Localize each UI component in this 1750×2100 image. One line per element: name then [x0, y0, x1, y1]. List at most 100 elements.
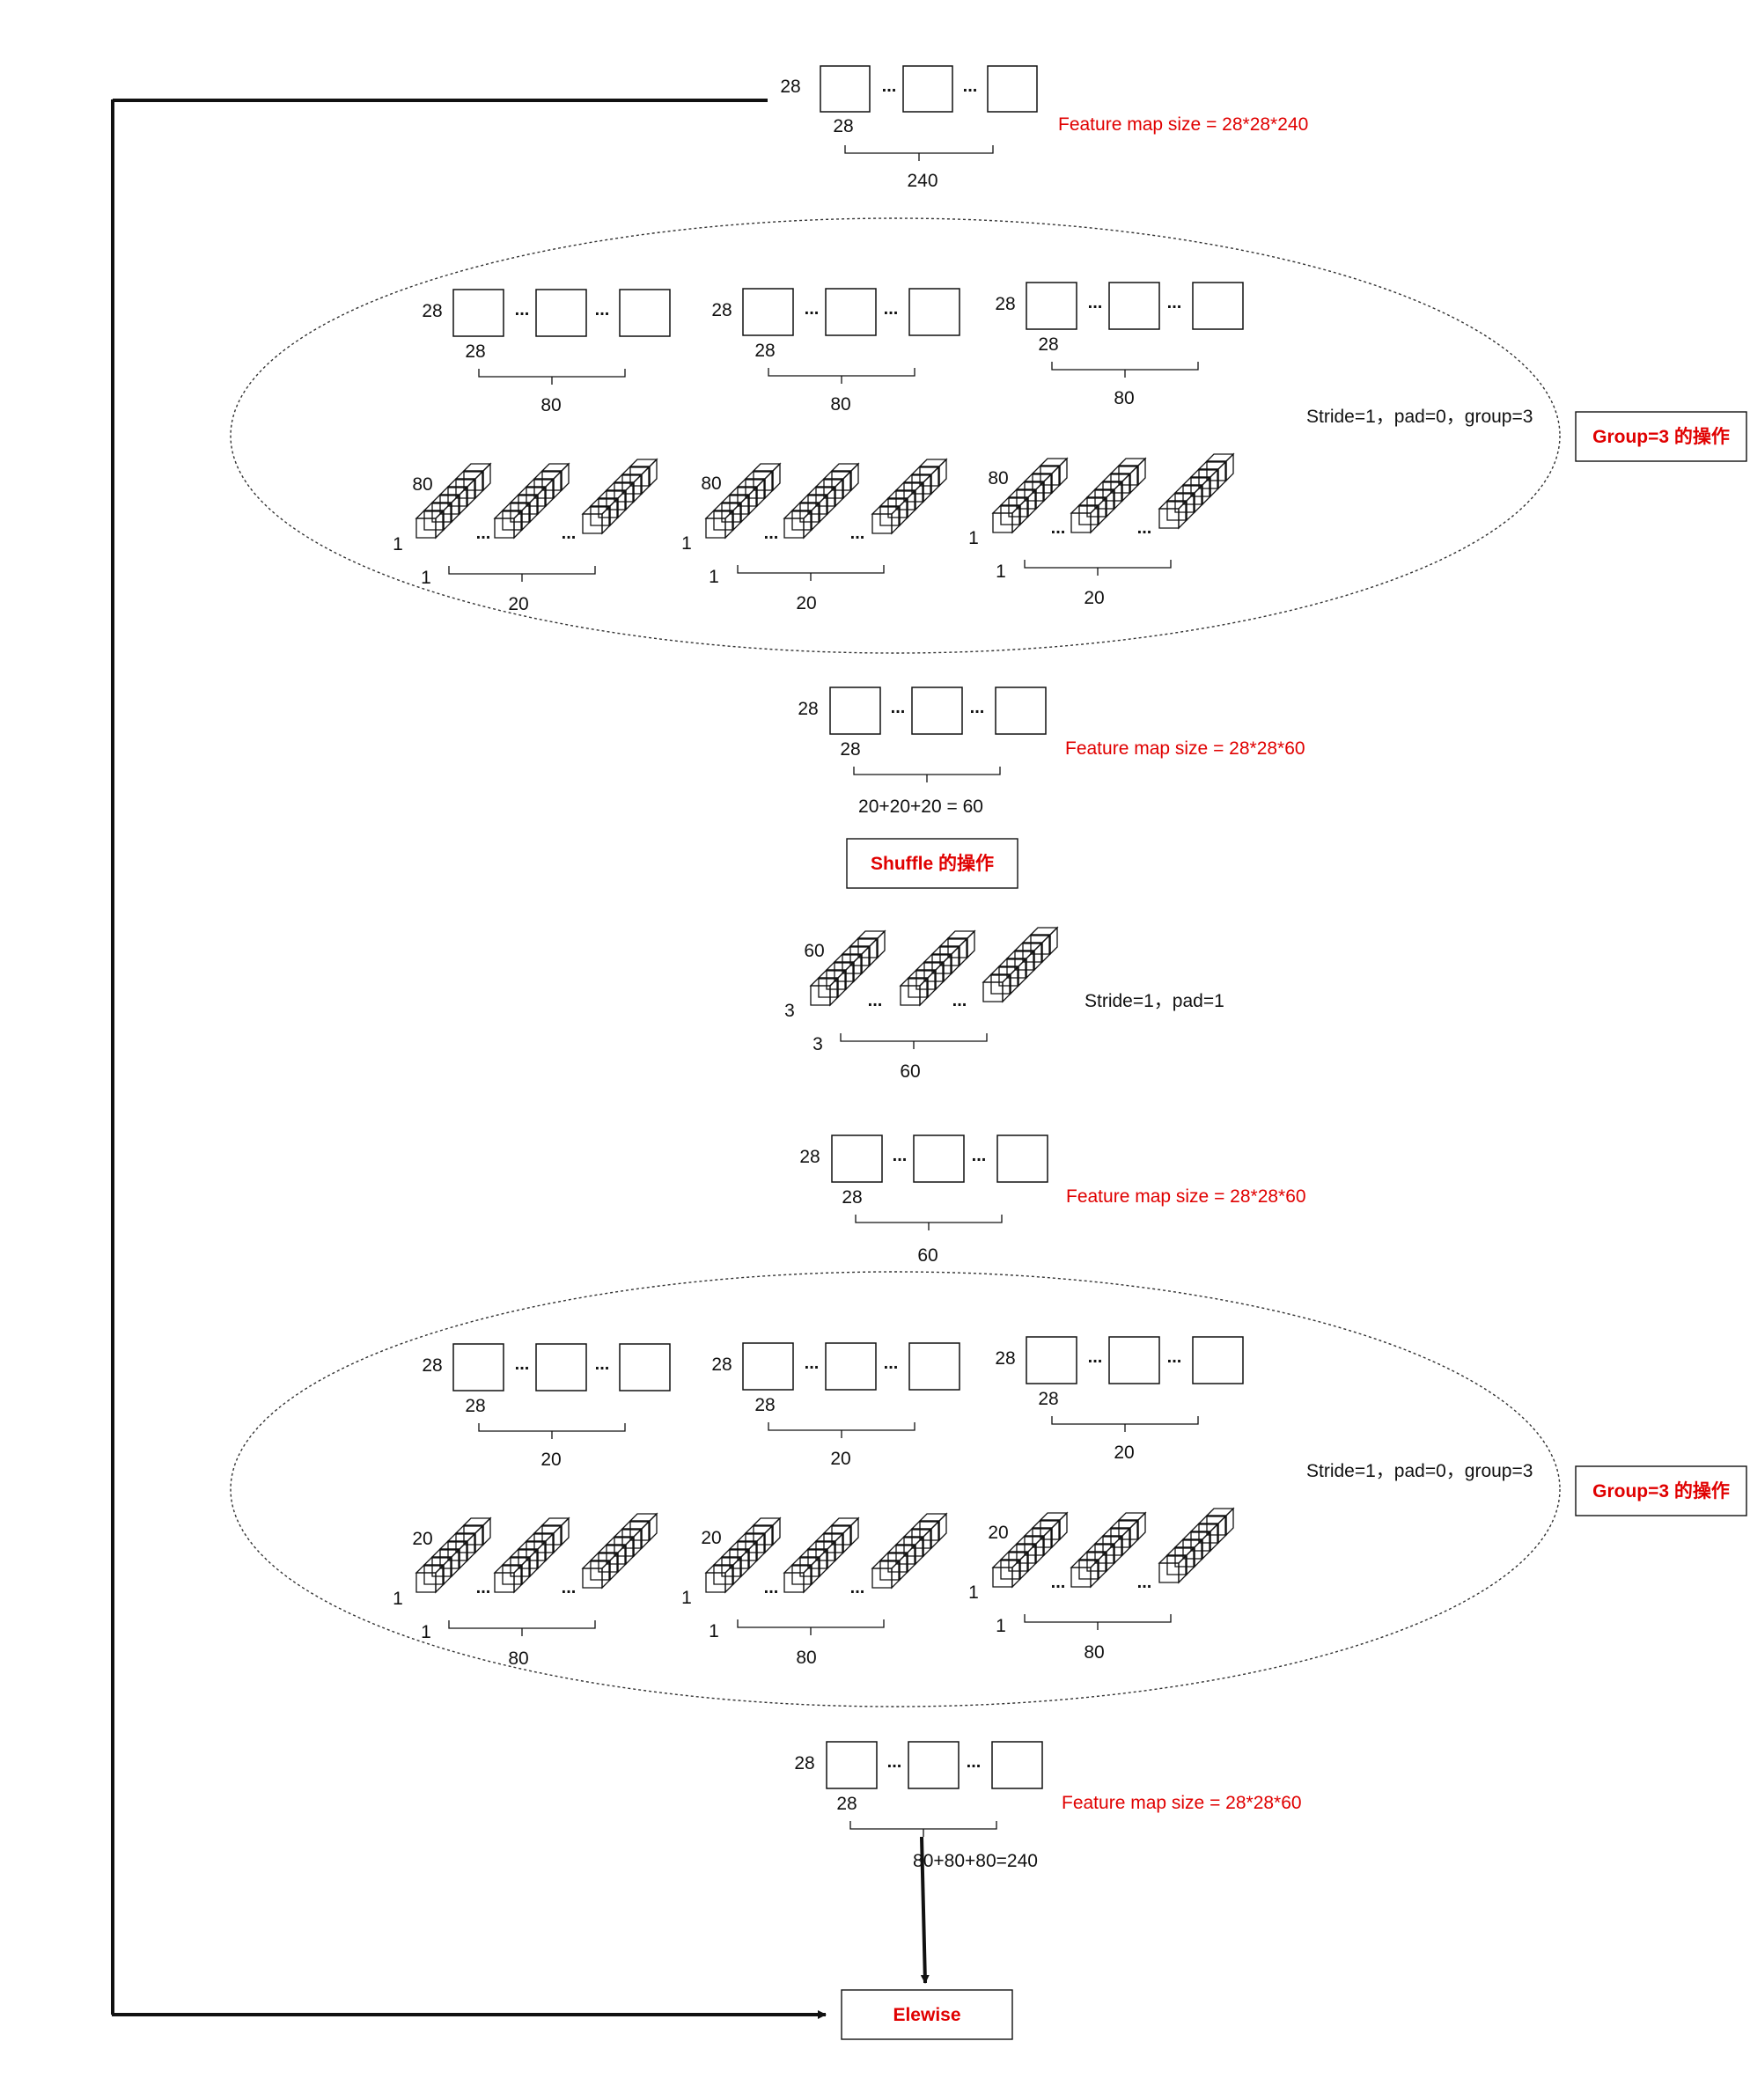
kernel-count-label: 20 — [1084, 588, 1104, 608]
width-label: 28 — [842, 1187, 862, 1208]
ellipsis: ... — [515, 1355, 530, 1374]
width-label: 28 — [754, 341, 775, 361]
kernel-cube-stack — [583, 1514, 657, 1588]
kernel-count-label: 80 — [796, 1648, 816, 1668]
ellipsis: ... — [891, 698, 906, 717]
ellipsis: ... — [884, 1354, 899, 1373]
top-feature-map: 28 ... ... 28 240 Feature map size = 28*… — [780, 65, 1308, 191]
kernel-group-2: 80 ... ... 1 1 20 — [681, 459, 946, 613]
ellipsis: ... — [1137, 1573, 1152, 1592]
ellipsis: ... — [1167, 293, 1182, 312]
width-label: 28 — [465, 341, 485, 362]
group-ellipse — [230, 217, 1561, 654]
kernel-height-label: 1 — [393, 1589, 403, 1609]
ellipsis: ... — [972, 1146, 987, 1165]
shuffle-op: Shuffle 的操作 — [846, 838, 1018, 889]
ellipsis: ... — [887, 1752, 902, 1772]
kernel-height-label: 1 — [681, 533, 692, 554]
kernel-depth-label: 20 — [701, 1528, 721, 1548]
kernel-count-label: 20 — [796, 593, 816, 613]
height-label: 28 — [995, 1348, 1015, 1369]
kernel-height-label: 1 — [968, 528, 979, 548]
ellipsis: ... — [1137, 518, 1152, 538]
kernel-cube-stack — [495, 464, 569, 538]
width-label: 28 — [840, 739, 860, 760]
group-op-label: Group=3 的操作 — [1592, 1480, 1730, 1502]
kernel-depth-label: 20 — [988, 1523, 1008, 1543]
ellipsis: ... — [764, 1578, 779, 1597]
kernel-width-label: 1 — [421, 568, 431, 588]
depthwise-conv: 60 ... ... 3 3 60 Stride=1，pad=1 — [784, 928, 1224, 1082]
width-label: 28 — [1038, 1389, 1058, 1409]
width-label: 28 — [836, 1794, 857, 1814]
kernel-cube-stack — [583, 459, 657, 533]
ellipsis: ... — [562, 1578, 577, 1597]
kernel-group-2: 20 ... ... 1 1 80 — [681, 1514, 946, 1668]
kernel-cube-stack — [784, 1518, 858, 1592]
ellipsis: ... — [850, 524, 865, 543]
kernel-count-label: 80 — [1084, 1642, 1104, 1663]
output-map-group-2: 28 ... ... 28 20 — [711, 1342, 960, 1469]
kernel-count-label: 80 — [508, 1648, 528, 1669]
ellipsis: ... — [1088, 293, 1103, 312]
channels-label: 60 — [917, 1245, 938, 1266]
output-map-group-1: 28 ... ... 28 80 — [422, 289, 671, 415]
width-label: 28 — [754, 1395, 775, 1415]
kernel-cube-stack — [1071, 459, 1145, 532]
width-label: 28 — [833, 116, 853, 136]
height-label: 28 — [798, 699, 818, 719]
mid-feature-map-1: 28 ... ... 28 20+20+20 = 60 Feature map … — [798, 687, 1305, 817]
height-label: 28 — [995, 294, 1015, 314]
channels-label: 20 — [1114, 1443, 1134, 1463]
kernel-cube-stack — [784, 464, 858, 538]
width-label: 28 — [1038, 334, 1058, 355]
shuffle-op-box — [846, 838, 1018, 889]
ellipsis: ... — [595, 1355, 610, 1374]
ellipsis: ... — [952, 991, 967, 1010]
bottom-feature-map: 28 ... ... 28 80+80+80=240 Feature map s… — [794, 1741, 1302, 1984]
height-label: 28 — [780, 77, 800, 97]
ellipsis: ... — [1051, 1573, 1066, 1592]
ellipsis: ... — [562, 524, 577, 543]
kernel-width-label: 1 — [709, 1621, 719, 1641]
group-conv-2: 28 ... ... 28 20 28 ... ... 28 20 28 ... — [230, 1271, 1747, 1707]
kernel-height-label: 1 — [393, 534, 403, 554]
mid-feature-map-2: 28 ... ... 28 60 Feature map size = 28*2… — [799, 1134, 1306, 1266]
width-label: 28 — [465, 1396, 485, 1416]
kernel-width-label: 1 — [996, 1616, 1006, 1636]
height-label: 28 — [794, 1753, 814, 1773]
kernel-count-label: 60 — [900, 1061, 920, 1082]
feature-map-size-note: Feature map size = 28*28*60 — [1065, 738, 1305, 759]
shuffle-op-label: Shuffle 的操作 — [871, 853, 994, 874]
feature-map-size-note: Feature map size = 28*28*60 — [1066, 1186, 1306, 1207]
ellipsis: ... — [967, 1752, 982, 1772]
ellipsis: ... — [515, 300, 530, 319]
group-conv-1: 28 ... ... 28 80 28 ... ... 28 80 28 ... — [230, 217, 1747, 654]
down-arrow — [920, 1836, 930, 1984]
channel-brace — [844, 145, 994, 161]
channels-label: 80+80+80=240 — [913, 1851, 1038, 1871]
channels-label: 80 — [540, 395, 561, 415]
kernel-depth-label: 20 — [412, 1529, 432, 1549]
kernel-cube-stack — [495, 1518, 569, 1592]
ellipsis: ... — [884, 299, 899, 319]
kernel-group-1: 80 ... ... 1 1 20 — [393, 459, 657, 614]
ellipsis: ... — [805, 299, 820, 319]
kernel-depth-label: 80 — [701, 474, 721, 494]
ellipsis: ... — [1088, 1347, 1103, 1367]
channels-label: 80 — [830, 394, 850, 415]
kernel-cube-stack — [1159, 454, 1233, 528]
output-map-group-3: 28 ... ... 28 20 — [995, 1336, 1244, 1463]
output-map-group-1: 28 ... ... 28 20 — [422, 1343, 671, 1470]
kernel-width-label: 1 — [709, 567, 719, 587]
height-label: 28 — [711, 300, 732, 320]
kernel-cube-stack — [872, 1514, 946, 1588]
channels-label: 240 — [907, 171, 938, 191]
kernel-cube-stack — [1071, 1513, 1145, 1587]
elewise-op: Elewise — [841, 1989, 1013, 2040]
kernel-depth-label: 80 — [412, 474, 432, 495]
height-label: 28 — [711, 1355, 732, 1375]
group-op-box — [1575, 1465, 1747, 1516]
ellipsis: ... — [764, 524, 779, 543]
